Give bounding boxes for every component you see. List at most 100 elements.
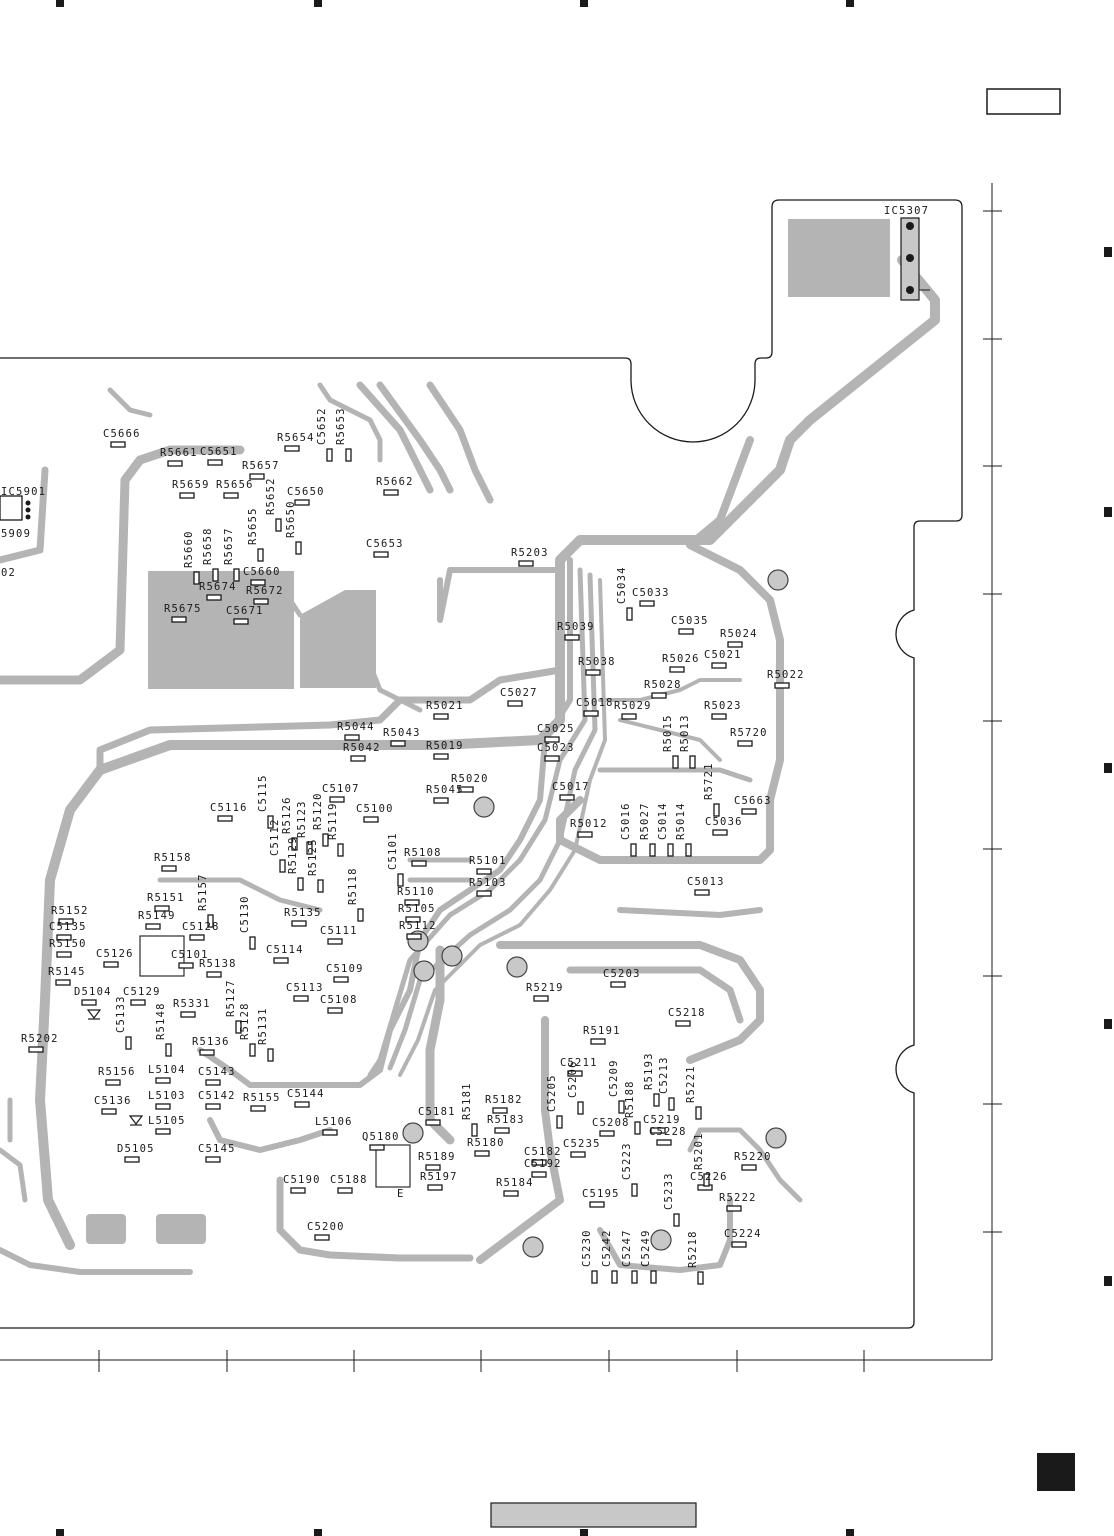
- pad-c5101v: [397, 873, 404, 887]
- pad-c5021: [711, 662, 727, 669]
- label-c5135: C5135: [49, 921, 87, 933]
- pad-c5145: [205, 1156, 221, 1163]
- pad-c5017: [559, 794, 575, 801]
- pad-r5156: [105, 1079, 121, 1086]
- label-r5221: R5221: [685, 1065, 697, 1103]
- label-r5024: R5024: [720, 628, 758, 640]
- pad-r5720: [737, 740, 753, 747]
- pad-r5219: [533, 995, 549, 1002]
- pad-c5228: [656, 1139, 672, 1146]
- label-r5019: R5019: [426, 740, 464, 752]
- pad-r5125: [317, 879, 324, 893]
- fragment-label-left-low: 02: [1, 567, 16, 579]
- pad-c5247: [631, 1270, 638, 1284]
- pad-r5148: [165, 1043, 172, 1057]
- pad-c5112: [279, 859, 286, 873]
- label-c5653: C5653: [366, 538, 404, 550]
- pad-r5014: [685, 843, 692, 857]
- pad-r5028: [651, 692, 667, 699]
- pad-r5023: [711, 713, 727, 720]
- label-c5200: C5200: [307, 1221, 345, 1233]
- pad-c5018: [583, 710, 599, 717]
- component-pads: [28, 441, 790, 1285]
- pad-r5145: [55, 979, 71, 986]
- pad-r5657: [249, 473, 265, 480]
- pad-r5222: [726, 1205, 742, 1212]
- label-c5666: C5666: [103, 428, 141, 440]
- pad-c5034: [626, 607, 633, 621]
- label-c5190: C5190: [283, 1174, 321, 1186]
- pad-r5653: [345, 448, 352, 462]
- pad-c5023: [544, 755, 560, 762]
- pad-c5192: [531, 1171, 547, 1178]
- footer-bar: [490, 1502, 697, 1528]
- label-r5219: R5219: [526, 982, 564, 994]
- label-c5014: C5014: [657, 802, 669, 840]
- pad-c5653: [373, 551, 389, 558]
- pad-c5142: [205, 1103, 221, 1110]
- label-r5042: R5042: [343, 742, 381, 754]
- pad-r5158: [161, 865, 177, 872]
- pad-c5233: [673, 1213, 680, 1227]
- pad-r5155: [250, 1105, 266, 1112]
- label-r5720: R5720: [730, 727, 768, 739]
- label-c5218: C5218: [668, 1007, 706, 1019]
- pad-c5205: [556, 1115, 563, 1129]
- label-r5149: R5149: [138, 910, 176, 922]
- label-r5126: R5126: [281, 796, 293, 834]
- pad-c5652: [326, 448, 333, 462]
- pad-r5105: [405, 916, 421, 923]
- label-c5209: C5209: [608, 1059, 620, 1097]
- ic5901-label: IC5901: [1, 486, 46, 498]
- pad-c5129: [130, 999, 146, 1006]
- pad-c5116: [217, 815, 233, 822]
- label-r5136: R5136: [192, 1036, 230, 1048]
- label-d5104: D5104: [74, 986, 112, 998]
- pad-c5195: [589, 1201, 605, 1208]
- label-c5133: C5133: [115, 995, 127, 1033]
- pad-c5108: [327, 1007, 343, 1014]
- pad-r5127: [235, 1020, 242, 1034]
- pad-r5022: [774, 682, 790, 689]
- pad-l5104: [155, 1077, 171, 1084]
- label-c5226: C5226: [690, 1171, 728, 1183]
- pad-r5182: [492, 1107, 508, 1114]
- label-r5101: R5101: [469, 855, 507, 867]
- label-r5222: R5222: [719, 1192, 757, 1204]
- pad-r5672: [253, 598, 269, 605]
- pad-c5223: [631, 1183, 638, 1197]
- label-c5109: C5109: [326, 963, 364, 975]
- pad-c5100: [363, 816, 379, 823]
- label-r5675: R5675: [164, 603, 202, 615]
- label-c5652: C5652: [316, 407, 328, 445]
- pad-c5211: [567, 1070, 583, 1077]
- pad-l5103: [155, 1103, 171, 1110]
- label-c5101: C5101: [171, 949, 209, 961]
- label-c5206: C5206: [567, 1060, 579, 1098]
- label-q5180: Q5180: [362, 1131, 400, 1143]
- pad-c5219: [650, 1127, 666, 1134]
- pad-c5224: [731, 1241, 747, 1248]
- pad-r5149: [145, 923, 161, 930]
- label-r5026: R5026: [662, 653, 700, 665]
- pad-c5242: [611, 1270, 618, 1284]
- label-r5148: R5148: [155, 1002, 167, 1040]
- label-c5145: C5145: [198, 1143, 236, 1155]
- label-r5021: R5021: [426, 700, 464, 712]
- pad-c5014: [667, 843, 674, 857]
- pad-c5036: [712, 829, 728, 836]
- label-r5045: R5045: [426, 784, 464, 796]
- label-r5181: R5181: [461, 1082, 473, 1120]
- ic5307-label: IC5307: [884, 205, 929, 217]
- pad-r5012: [577, 831, 593, 838]
- label-r5155: R5155: [243, 1092, 281, 1104]
- pad-r5180: [474, 1150, 490, 1157]
- label-r5220: R5220: [734, 1151, 772, 1163]
- label-c5224: C5224: [724, 1228, 762, 1240]
- pad-r5721: [713, 803, 720, 817]
- pad-r5183: [494, 1127, 510, 1134]
- pad-r5013: [689, 755, 696, 769]
- label-r5658: R5658: [202, 527, 214, 565]
- label-c5112: C5112: [269, 818, 281, 856]
- label-c5203: C5203: [603, 968, 641, 980]
